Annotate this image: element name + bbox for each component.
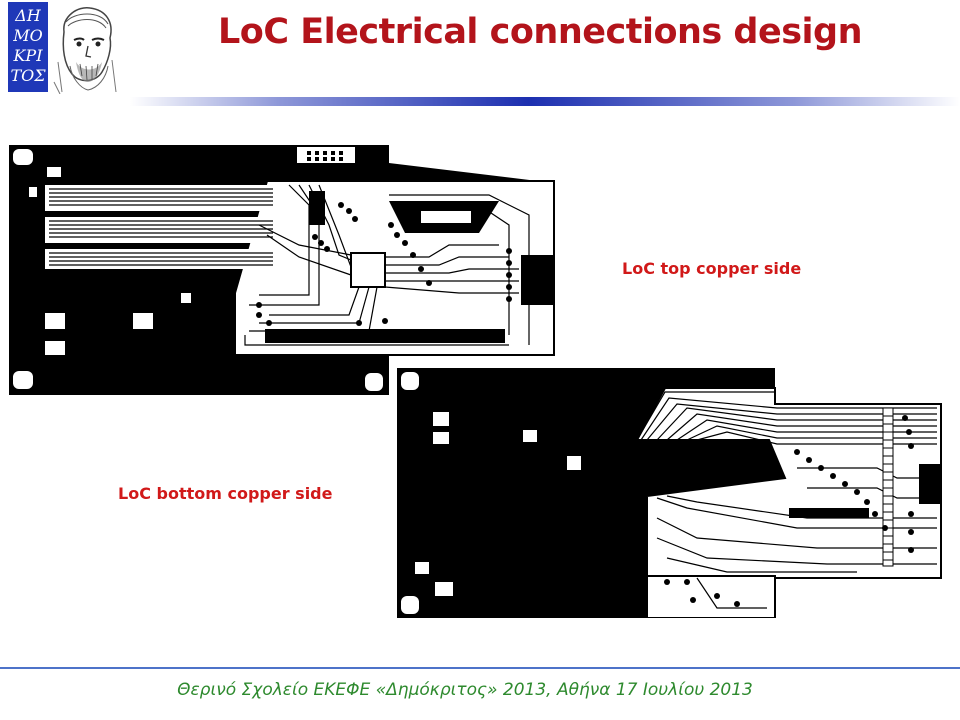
footer-divider	[0, 667, 960, 669]
logo-blue-panel: ΔΗΜΟΚΡΙΤΟΣ	[8, 2, 48, 92]
top-copper-label: LoC top copper side	[622, 259, 802, 278]
portrait-sketch-icon	[50, 2, 122, 94]
footer-text: Θερινό Σχολείο ΕΚΕΦΕ «Δημόκριτος» 2013, …	[177, 680, 753, 700]
bottom-copper-label: LoC bottom copper side	[118, 484, 333, 503]
logo-text: ΔΗΜΟΚΡΙΤΟΣ	[10, 6, 46, 85]
title-underline-bar	[130, 97, 960, 106]
pcb-bottom-copper-image	[397, 368, 942, 618]
pcb-top-copper-image	[9, 145, 555, 395]
slide-title: LoC Electrical connections design	[217, 12, 863, 52]
demokritos-logo: ΔΗΜΟΚΡΙΤΟΣ	[8, 2, 123, 95]
